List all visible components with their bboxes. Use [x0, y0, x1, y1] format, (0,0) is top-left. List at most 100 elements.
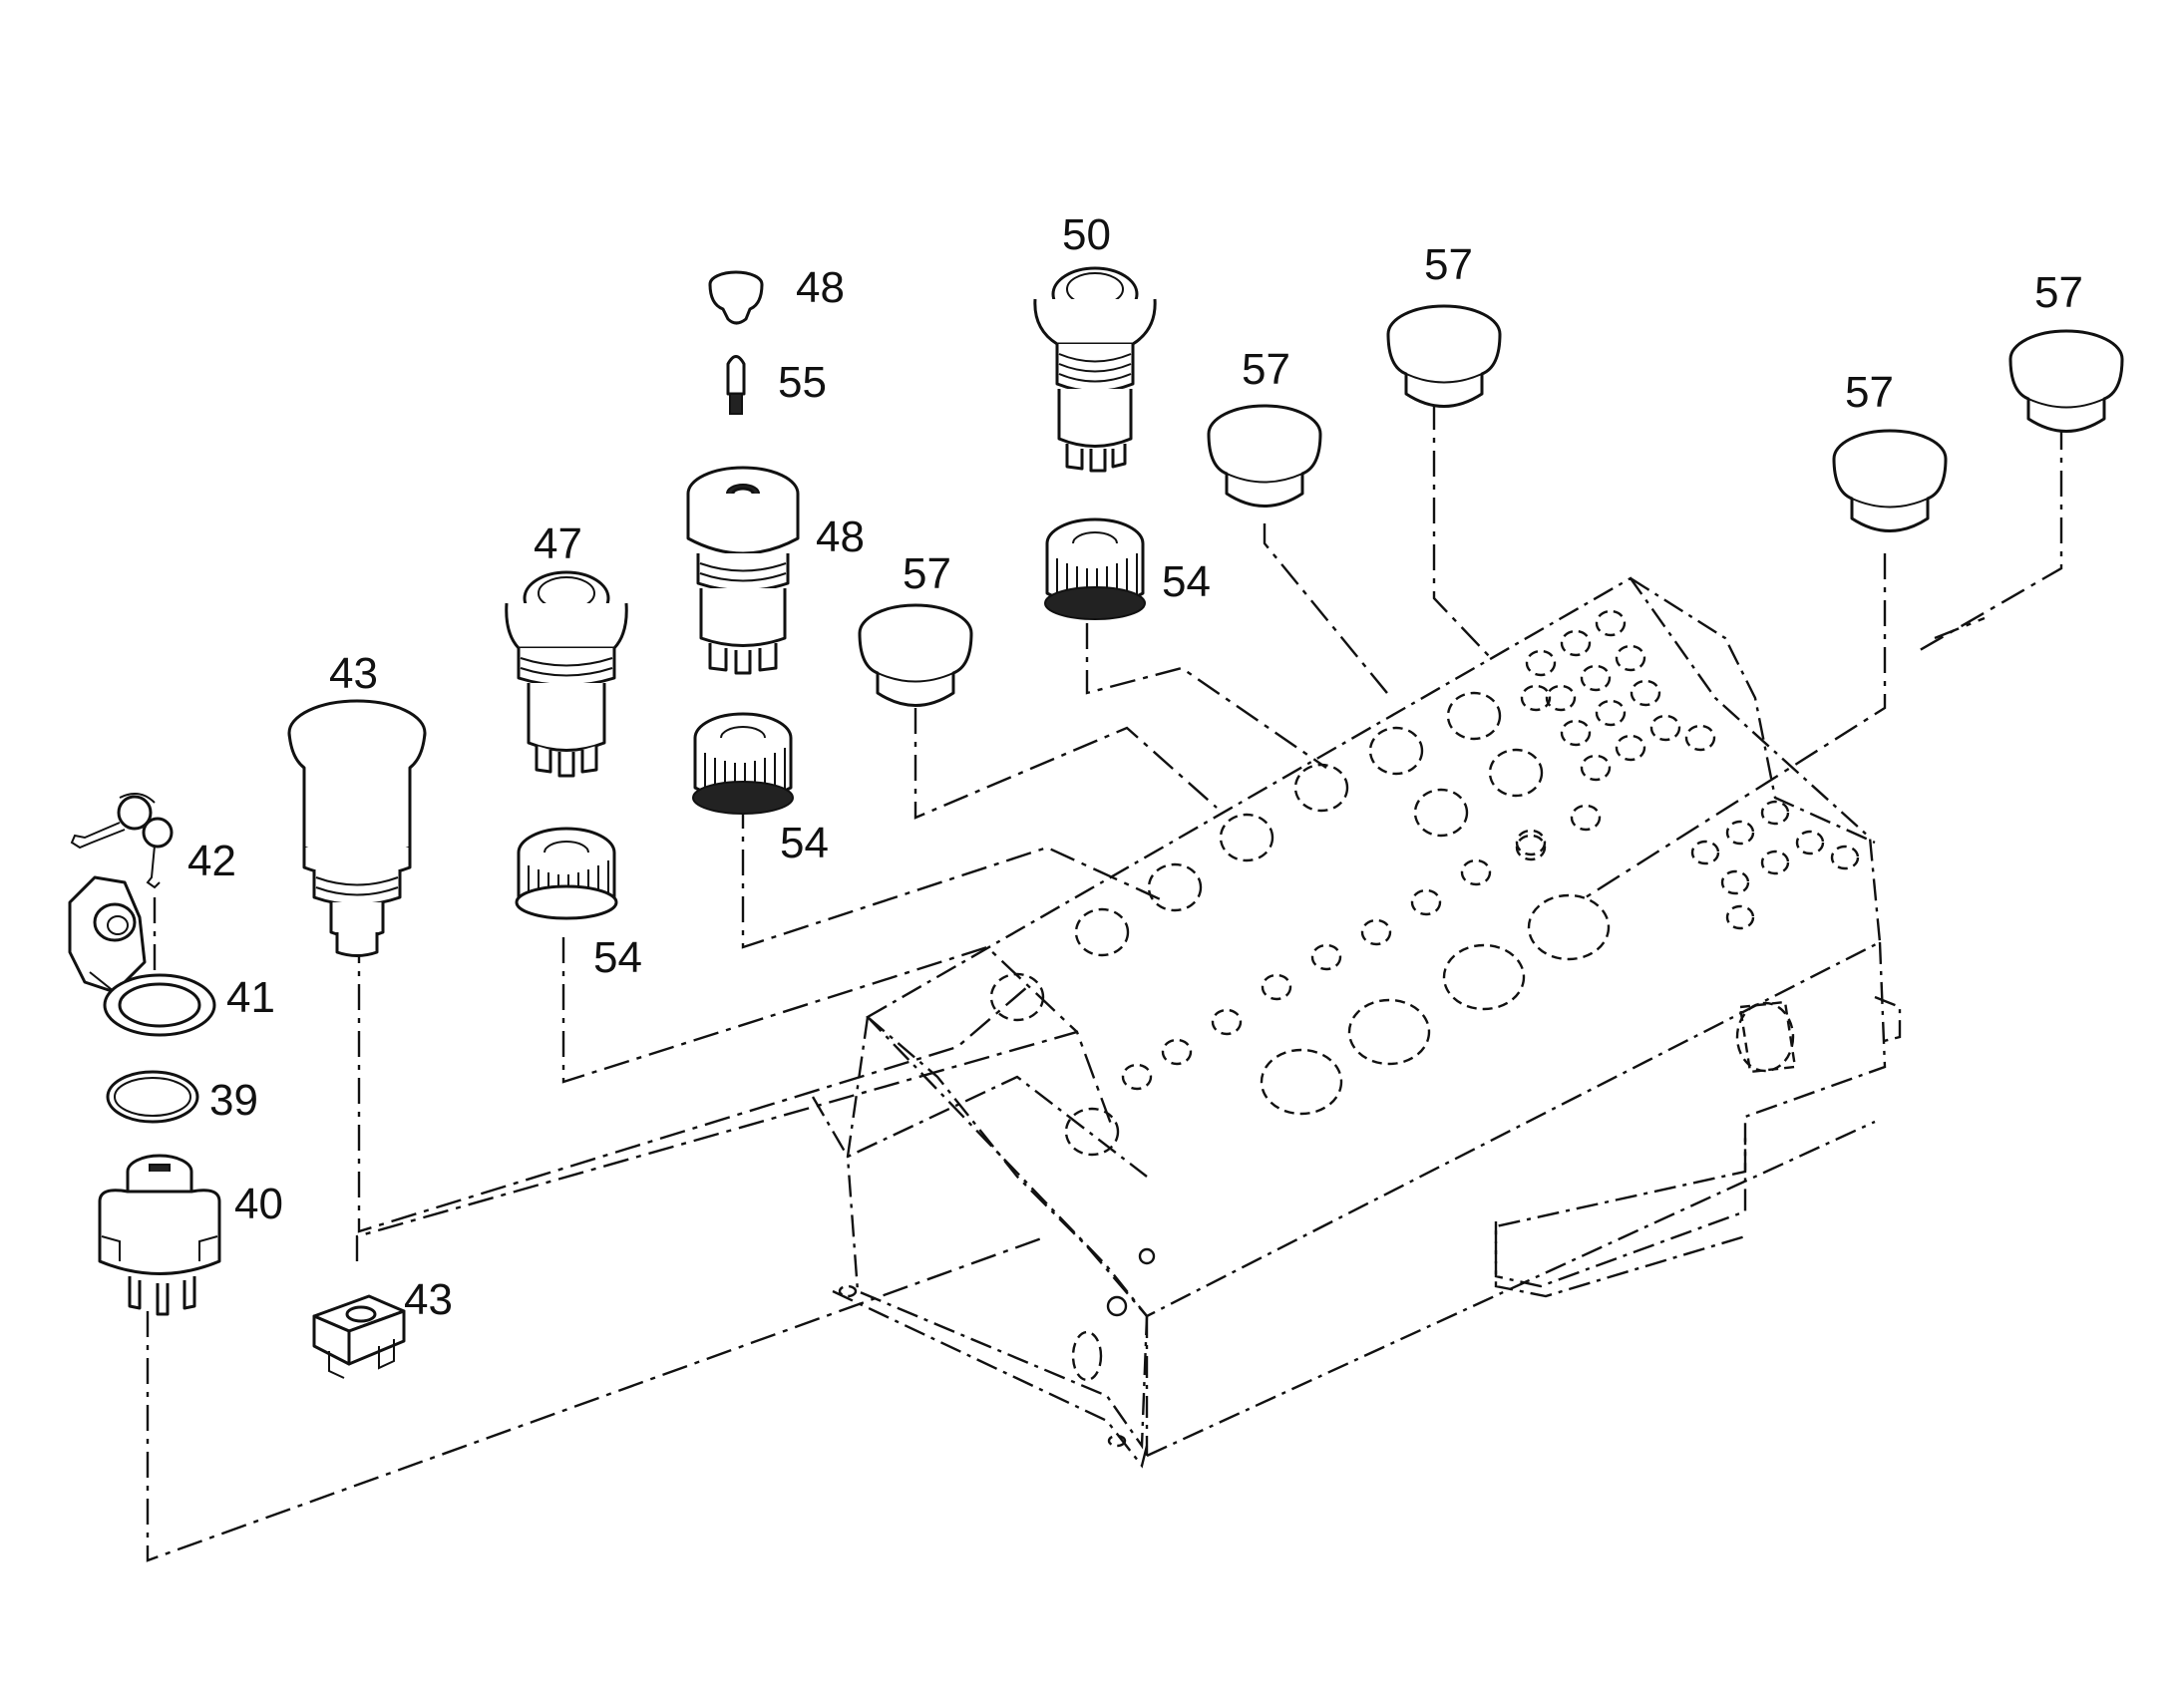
hole — [1121, 1063, 1153, 1091]
key-head — [142, 817, 174, 849]
hole — [1368, 726, 1424, 776]
mount-hole — [1138, 1247, 1156, 1265]
panel-top-surface — [866, 576, 1882, 1318]
hole — [1690, 840, 1720, 865]
key-blade — [70, 822, 126, 850]
stop-mushroom-body — [287, 732, 427, 859]
hole — [1630, 679, 1661, 707]
nut-base — [1044, 586, 1146, 620]
hole — [1515, 834, 1547, 861]
panel-front-lower — [811, 1075, 1148, 1178]
part-50-pushbutton — [1033, 266, 1157, 473]
panel-side-connector — [1735, 1000, 1797, 1074]
callout-43: 43 — [329, 649, 378, 698]
callout-43: 43 — [404, 1275, 453, 1324]
leader-48-top — [1934, 616, 1986, 640]
part-48-lamp-holder — [686, 466, 800, 675]
holder-terminals — [708, 643, 778, 675]
callout-41: 41 — [226, 973, 275, 1022]
button-bezel — [1033, 298, 1157, 346]
panel-gauge-holes — [1260, 893, 1611, 1116]
hole — [1545, 684, 1577, 712]
hole — [1310, 943, 1342, 971]
hole — [1219, 813, 1274, 862]
part-55-bulb — [726, 355, 746, 415]
leader-57-upper — [1432, 404, 1492, 659]
hole — [1760, 850, 1790, 875]
leader-57-center — [913, 708, 1218, 820]
bulb-glass — [726, 355, 746, 396]
part-54-nut-left — [515, 827, 618, 920]
cap-body — [708, 283, 764, 325]
bulb-base — [729, 393, 743, 415]
panel-right-holes — [1690, 800, 1860, 930]
nut-base — [515, 884, 618, 920]
hole — [1527, 893, 1611, 961]
callout-40: 40 — [234, 1180, 283, 1228]
hole — [1725, 820, 1755, 846]
hole — [1064, 1107, 1120, 1157]
button-bezel — [505, 602, 628, 650]
key-ring — [119, 793, 156, 804]
holder-nut-ribs — [699, 562, 787, 582]
hole — [1720, 869, 1750, 895]
flange-hole — [838, 1284, 858, 1298]
leader-54-left — [561, 937, 1078, 1084]
hole — [1347, 998, 1431, 1066]
block-hole — [345, 1305, 377, 1323]
key-blade — [146, 845, 161, 889]
hole — [1615, 734, 1646, 762]
hole — [1580, 664, 1612, 692]
block-clips — [328, 1339, 395, 1379]
button-nut-ribs — [1058, 353, 1132, 383]
button-nut-ribs — [520, 657, 613, 677]
callout-57: 57 — [2034, 268, 2083, 317]
holder-nut — [696, 553, 790, 592]
callout-42: 42 — [187, 837, 236, 885]
leader-57-right — [1585, 553, 1887, 899]
key-head — [117, 795, 153, 831]
panel-inner-fold — [867, 1016, 1148, 1317]
panel-side-lower — [1494, 941, 1887, 1298]
hole — [1649, 714, 1681, 742]
callout-54: 54 — [780, 819, 829, 867]
callout-54: 54 — [1162, 557, 1211, 606]
hole — [1560, 629, 1592, 657]
plug-rim — [2027, 398, 2105, 409]
panel-mount-flange-right — [1874, 995, 1902, 1044]
plug-body — [2008, 358, 2124, 433]
stop-nut — [312, 869, 402, 906]
part-42-keys — [70, 793, 174, 889]
part-54-nut-top — [1044, 517, 1146, 620]
part-57-plug-far-right — [2008, 329, 2124, 433]
oring-inner — [114, 1077, 191, 1117]
callout-57: 57 — [1424, 240, 1473, 289]
part-47-pushbutton — [505, 570, 628, 778]
hole — [1684, 724, 1716, 752]
hole — [1360, 918, 1392, 946]
hole — [1460, 858, 1492, 886]
oring-outer — [106, 1070, 199, 1124]
part-54-nut-mid — [692, 712, 794, 815]
hole — [989, 972, 1045, 1022]
hole — [1760, 800, 1790, 826]
stop-stem — [335, 932, 379, 957]
leader-54-mid — [741, 803, 1168, 949]
callout-47: 47 — [534, 519, 582, 568]
panel-edge-2 — [1146, 1120, 1876, 1458]
callout-48: 48 — [816, 512, 865, 561]
hole — [1161, 1038, 1193, 1066]
connector-hole — [1735, 1001, 1795, 1073]
hole — [1515, 829, 1547, 856]
part-57-plug-upper — [1386, 304, 1502, 408]
side-hole — [1071, 1330, 1103, 1382]
stop-nut-ribs — [315, 876, 399, 896]
hole — [1074, 907, 1130, 957]
leader-lines — [146, 404, 2063, 1562]
stop-shaft — [329, 902, 385, 939]
panel-medium-holes — [1121, 829, 1547, 1091]
hole — [1795, 830, 1825, 855]
holder-body — [699, 588, 787, 647]
hole — [1615, 644, 1646, 672]
